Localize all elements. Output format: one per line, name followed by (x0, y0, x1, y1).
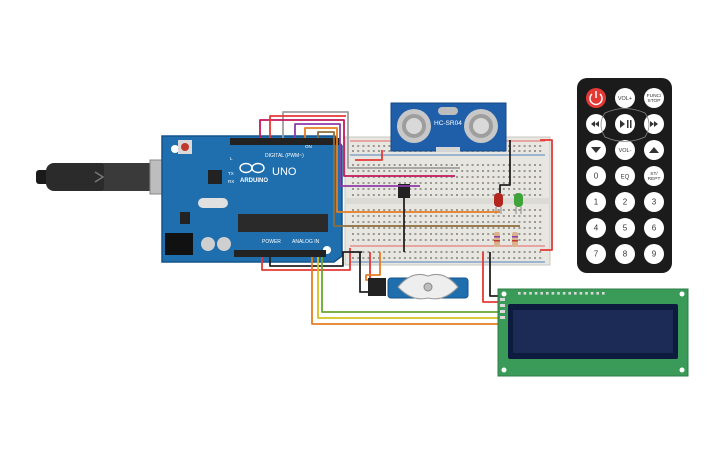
ir-remote[interactable]: VOL+ FUNC/STOP VOL- 0 EQ ST/REPT 1 2 3 4 5 6 7 8 9 (577, 78, 672, 273)
key-label: 1 (594, 198, 599, 207)
key-2[interactable]: 2 (615, 192, 635, 212)
key-5[interactable]: 5 (615, 218, 635, 238)
wire-orange (304, 127, 500, 213)
wire-red (269, 115, 346, 138)
wire-brown (317, 131, 520, 227)
resistor (494, 232, 500, 247)
key-label: 3 (652, 198, 657, 207)
atmega-chip (238, 214, 328, 232)
wire-green (321, 257, 500, 313)
arrow-up-icon (649, 147, 659, 153)
breadboard-holes (352, 145, 542, 259)
servo-motor[interactable] (368, 273, 469, 300)
key-7[interactable]: 7 (586, 244, 606, 264)
wire-red (355, 150, 383, 161)
key-label: 0 (594, 172, 599, 181)
lcd-screen (513, 310, 673, 353)
arduino-logo (239, 162, 265, 174)
wire-black (489, 252, 500, 297)
digital-header (230, 138, 340, 145)
ultrasonic-sensor[interactable]: HC-SR04 (390, 102, 507, 152)
led-green[interactable] (514, 193, 523, 214)
mount-hole (171, 145, 179, 153)
wire-magenta (259, 119, 455, 177)
wire-red (261, 248, 351, 271)
power-key[interactable] (586, 88, 606, 108)
key-8[interactable]: 8 (615, 244, 635, 264)
key-vol-down[interactable] (615, 140, 635, 160)
key-3[interactable]: 3 (644, 192, 664, 212)
wire-purple (294, 123, 420, 187)
key-1[interactable]: 1 (586, 192, 606, 212)
power-analog-header (234, 250, 326, 257)
power-jack (165, 233, 193, 255)
on-label: ON (305, 144, 312, 149)
key-label: 5 (623, 224, 628, 233)
key-label: 9 (652, 250, 657, 259)
breadboard (344, 136, 551, 266)
sensor-label: HC-SR04 (434, 120, 462, 127)
key-eq[interactable]: EQ (615, 166, 635, 186)
brand-label: ARDUINO (240, 178, 268, 184)
key-vol-up[interactable] (615, 88, 635, 108)
l-led-label: L (230, 156, 233, 161)
wires (259, 111, 553, 325)
key-label: 2 (623, 198, 628, 207)
wire-yellow (317, 257, 500, 319)
tx-label: TX (228, 171, 234, 176)
play-pause-icon (620, 120, 625, 128)
wire-red (540, 139, 553, 251)
key-label: 8 (623, 250, 628, 259)
key-st-rept[interactable]: ST/REPT (644, 166, 664, 186)
key-label: VOL+ (618, 96, 632, 102)
key-0[interactable]: 0 (586, 166, 606, 186)
analog-label: ANALOG IN (292, 239, 320, 245)
lcd-pins (500, 292, 605, 319)
key-label: EQ (621, 175, 630, 181)
remote-number-keys: 0 EQ ST/REPT 1 2 3 4 5 6 7 8 9 (586, 166, 664, 264)
power-label: POWER (262, 239, 281, 245)
model-label: UNO (272, 166, 297, 178)
key-label: ST/REPT (648, 171, 661, 182)
key-9[interactable]: 9 (644, 244, 664, 264)
usb-chip (208, 170, 222, 184)
ir-receiver[interactable] (398, 184, 410, 198)
wire-red (482, 252, 500, 303)
resistor (512, 232, 518, 247)
arrow-down-icon (591, 147, 601, 153)
key-label: VOL- (619, 148, 632, 154)
key-label: 6 (652, 224, 657, 233)
key-6[interactable]: 6 (644, 218, 664, 238)
key-label: FUNC/STOP (647, 93, 662, 104)
rx-label: RX (228, 179, 234, 184)
lcd-display[interactable] (497, 288, 689, 377)
fast-forward-icon (650, 121, 658, 127)
key-label: 7 (594, 250, 599, 259)
wire-black (269, 251, 362, 267)
digital-label: DIGITAL (PWM~) (265, 153, 304, 159)
arduino-uno-board[interactable]: DIGITAL (PWM~) POWER ANALOG IN L TX RX O… (161, 135, 343, 263)
key-4[interactable]: 4 (586, 218, 606, 238)
wire-orange (311, 257, 500, 325)
key-label: 4 (594, 224, 599, 233)
key-func-stop[interactable] (644, 88, 664, 108)
wire-black (499, 140, 511, 193)
rewind-icon (591, 121, 599, 127)
